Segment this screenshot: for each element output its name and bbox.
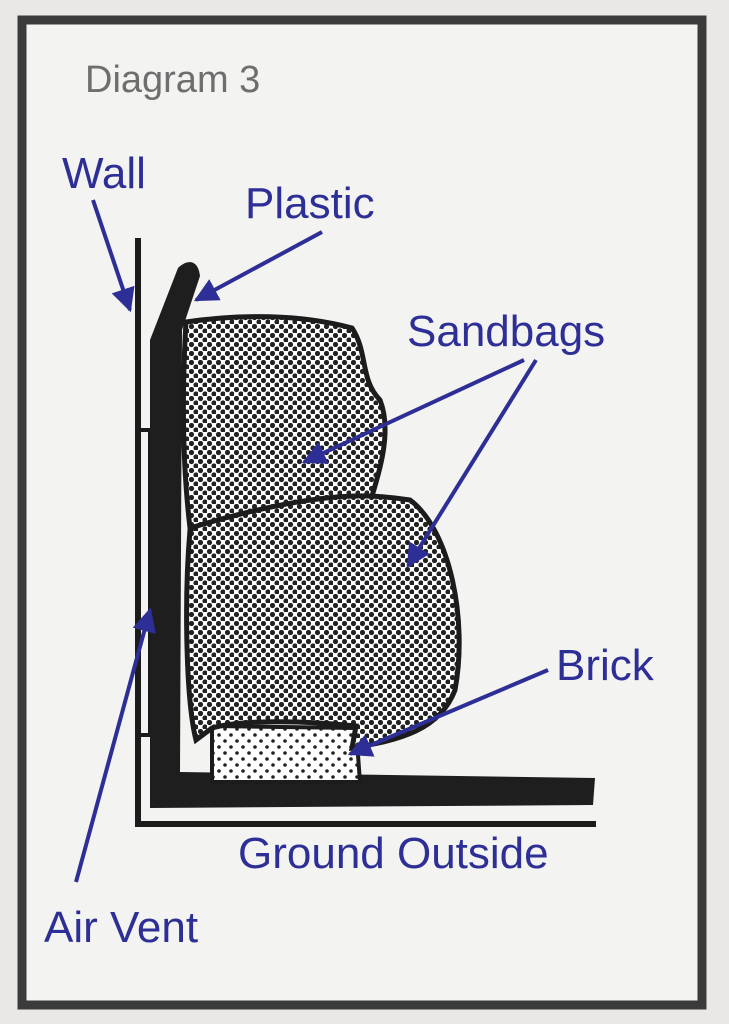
plastic-arrow [193, 230, 323, 302]
brick-arrow [347, 668, 549, 757]
sandbags-arrow-lower [406, 358, 538, 569]
label-brick: Brick [556, 641, 655, 690]
brick [210, 723, 363, 784]
label-wall: Wall [62, 149, 146, 198]
label-sandbags: Sandbags [407, 307, 605, 356]
sandbag-upper [180, 314, 388, 532]
label-plastic: Plastic [245, 179, 375, 228]
label-air-vent: Air Vent [44, 903, 198, 952]
sandbags-arrow-upper [301, 358, 525, 464]
sandbag-lower [184, 492, 462, 752]
wall-arrow [91, 199, 135, 313]
diagram-title: Diagram 3 [85, 59, 260, 101]
label-ground-outside: Ground Outside [238, 829, 549, 878]
air-vent-arrow [74, 607, 156, 883]
